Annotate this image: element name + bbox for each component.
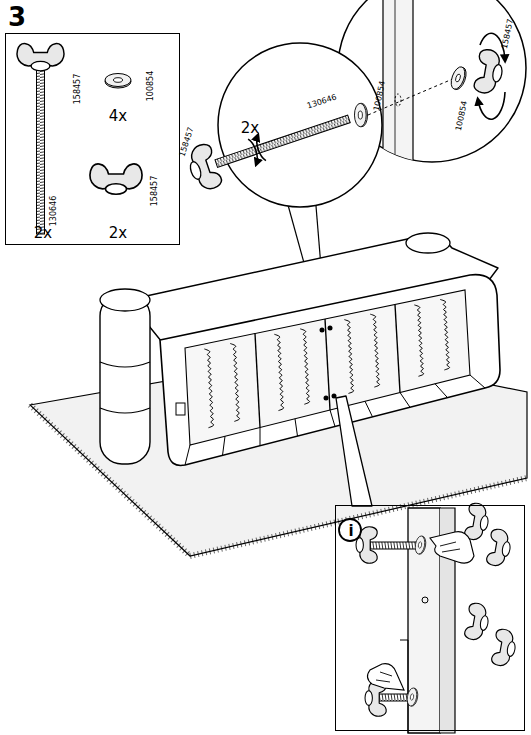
sofa-part-part bbox=[330, 410, 335, 427]
sofa-part-part bbox=[300, 329, 309, 404]
parts-illustration-part bbox=[105, 74, 131, 89]
magnifier-callout-part-part bbox=[395, 0, 396, 180]
info-illustration-part bbox=[464, 602, 491, 642]
sofa bbox=[100, 233, 500, 465]
sofa-part-part bbox=[185, 445, 190, 465]
info-illustration-part bbox=[430, 532, 474, 563]
parts-illustration-part bbox=[17, 44, 64, 71]
magnifier-callout-part-part bbox=[478, 92, 505, 119]
info-illustration-part bbox=[491, 628, 518, 668]
parts-illustration bbox=[17, 44, 142, 234]
sofa-part-part bbox=[400, 393, 410, 408]
sofa-part bbox=[185, 290, 470, 445]
sofa-part bbox=[100, 294, 150, 464]
magnifier-callout-part-part bbox=[354, 103, 367, 127]
sofa-part-part bbox=[274, 334, 283, 410]
sofa-part bbox=[406, 233, 450, 253]
magnifier-callout-part bbox=[368, 0, 505, 180]
magnifier-callout-part-part bbox=[449, 65, 469, 91]
quantity-label: 4x bbox=[109, 109, 127, 124]
sofa-part-part bbox=[204, 349, 213, 428]
parts-illustration-part bbox=[90, 164, 142, 194]
quantity-label: 2x bbox=[241, 121, 259, 136]
step-number: 3 bbox=[8, 4, 26, 30]
sofa-part bbox=[100, 362, 150, 367]
sofa-part-part bbox=[344, 320, 353, 394]
info-illustration-part bbox=[378, 694, 410, 701]
quantity-label: 2x bbox=[109, 226, 127, 241]
quantity-label: i bbox=[348, 524, 353, 539]
info-illustration-part bbox=[414, 535, 427, 555]
part-number: 158457 bbox=[151, 176, 159, 207]
parts-illustration-part bbox=[37, 66, 45, 234]
sofa-part-part bbox=[295, 419, 298, 436]
sofa-part-part bbox=[230, 344, 239, 422]
sofa-part-part bbox=[370, 314, 379, 387]
info-illustration-part bbox=[376, 672, 392, 682]
sofa-part-part bbox=[440, 300, 449, 370]
sofa-part-part bbox=[470, 375, 485, 388]
sofa-part-part bbox=[260, 428, 261, 446]
part-number: 158457 bbox=[74, 74, 82, 105]
sofa-part-part bbox=[395, 305, 400, 393]
info-illustration-part bbox=[440, 542, 460, 552]
magnifier-callout-part bbox=[184, 90, 377, 193]
part-number: 100854 bbox=[147, 71, 155, 102]
sofa-part-part bbox=[255, 334, 260, 428]
sofa-part bbox=[100, 408, 150, 413]
part-number: 130646 bbox=[50, 196, 58, 227]
info-illustration bbox=[339, 502, 518, 733]
sofa-part bbox=[160, 275, 500, 466]
sofa-part-part bbox=[435, 384, 448, 398]
sofa-part-part bbox=[414, 305, 423, 376]
quantity-label: 2x bbox=[34, 226, 52, 241]
magnifier-callout-part bbox=[218, 43, 382, 207]
sofa-part bbox=[100, 289, 150, 311]
info-illustration-part bbox=[486, 528, 513, 568]
info-illustration-part bbox=[406, 687, 419, 707]
magnifier-callout-part-part bbox=[215, 115, 350, 167]
info-illustration-part bbox=[370, 542, 418, 549]
sofa-part-part bbox=[365, 401, 373, 417]
magnifier-callout-part-part bbox=[473, 48, 505, 95]
sofa-part bbox=[176, 403, 185, 415]
info-pointer bbox=[336, 396, 372, 506]
magnifier-callout-part-part bbox=[254, 136, 266, 162]
info-illustration-part bbox=[339, 519, 361, 541]
info-box: i bbox=[335, 505, 525, 731]
info-illustration-part bbox=[367, 664, 404, 690]
sofa-part bbox=[320, 328, 325, 333]
info-pointer-part bbox=[336, 396, 372, 506]
sofa-part bbox=[185, 300, 485, 465]
magnifier-callout-part-part bbox=[395, 94, 401, 106]
parts-box: 1584571008544x1306462x1584572x bbox=[5, 33, 180, 245]
info-illustration-part bbox=[422, 597, 428, 603]
magnifier-callout-part-part bbox=[184, 142, 223, 193]
magnifier-callout-part-part bbox=[383, 0, 413, 180]
sofa-part-part bbox=[223, 436, 226, 455]
sofa-part bbox=[328, 326, 333, 331]
magnifier-callout-part-part bbox=[368, 78, 455, 115]
sofa-part bbox=[324, 396, 329, 401]
